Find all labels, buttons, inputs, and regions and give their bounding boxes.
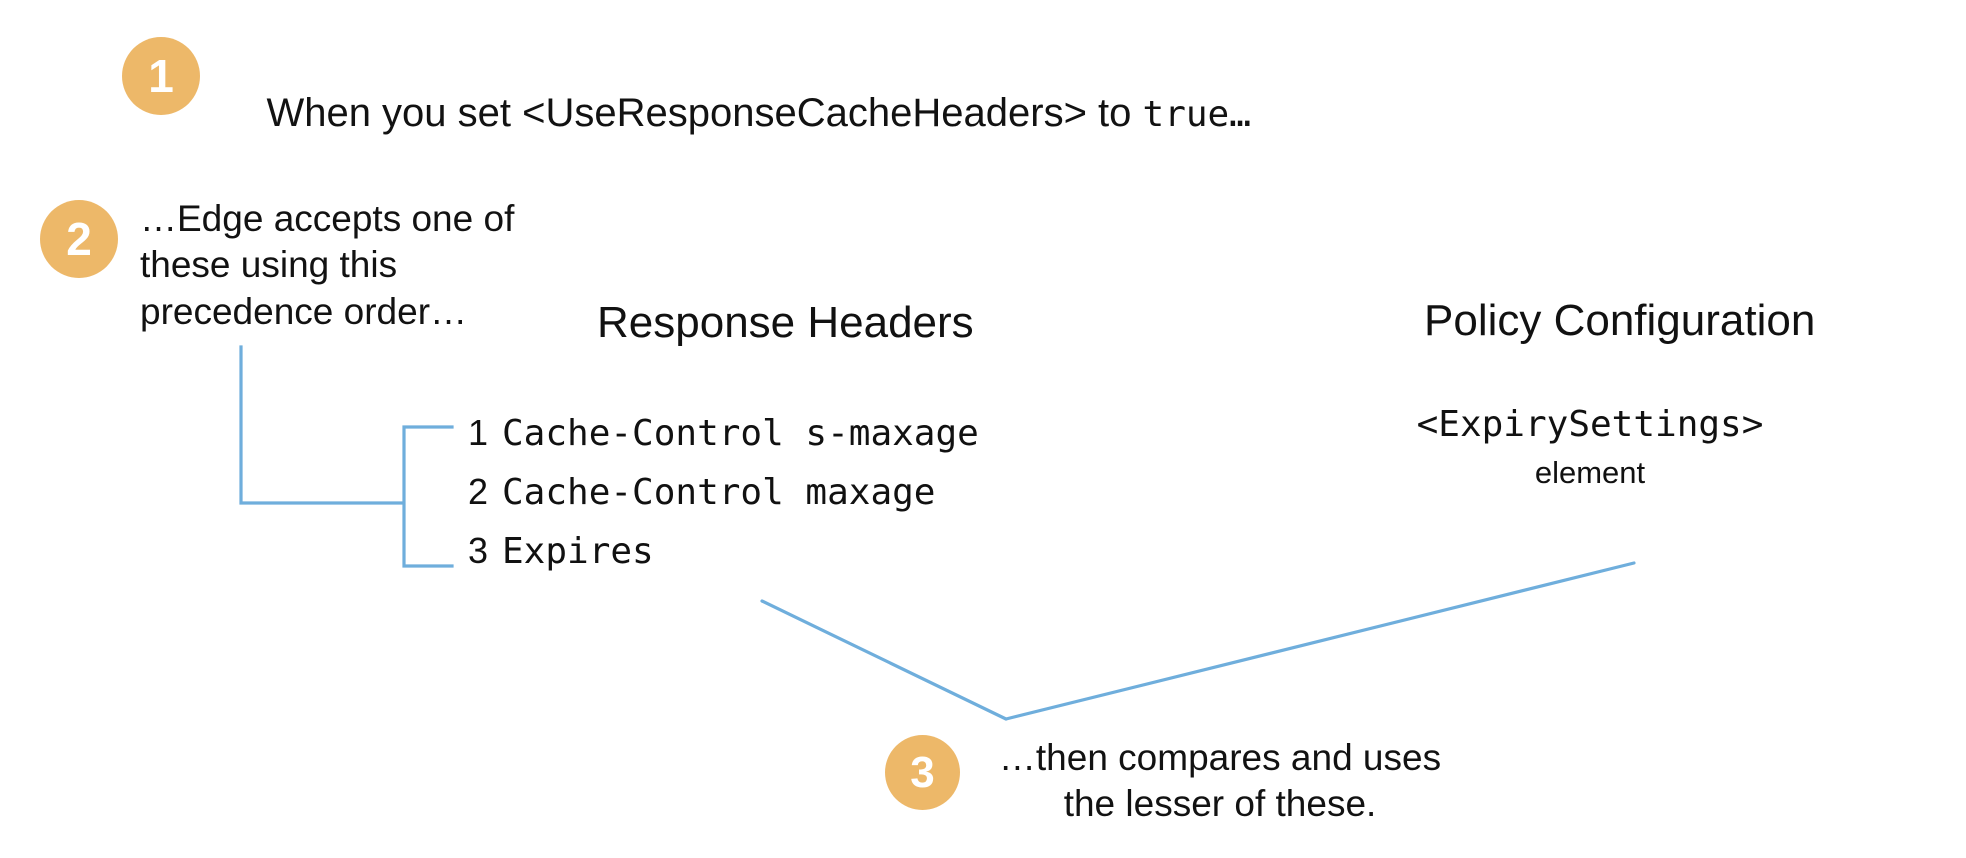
callout-1-lead: When you set <UseResponseCacheHeaders> t… bbox=[266, 91, 1143, 135]
step-badge-3-number: 3 bbox=[910, 747, 935, 797]
step-badge-3: 3 bbox=[885, 735, 960, 810]
policy-element-tag: <ExpirySettings> bbox=[1416, 404, 1764, 445]
heading-policy-configuration: Policy Configuration bbox=[1424, 296, 1816, 345]
list-item: 2 Cache-Control maxage bbox=[468, 471, 979, 530]
list-item-value: Expires bbox=[502, 531, 654, 572]
list-item: 3 Expires bbox=[468, 530, 979, 589]
precedence-list: 1 Cache-Control s-maxage 2 Cache-Control… bbox=[468, 412, 979, 589]
list-item: 1 Cache-Control s-maxage bbox=[468, 412, 979, 471]
callout-step-3: …then compares and uses the lesser of th… bbox=[985, 735, 1455, 828]
step-badge-1: 1 bbox=[122, 37, 200, 115]
callout-step-2: …Edge accepts one of these using this pr… bbox=[140, 198, 515, 332]
connector-v-right bbox=[1004, 561, 1636, 721]
connector-v-left bbox=[760, 599, 1008, 721]
step-badge-1-number: 1 bbox=[148, 50, 174, 102]
heading-response-headers: Response Headers bbox=[597, 298, 974, 347]
policy-element-block: <ExpirySettings> element bbox=[1380, 404, 1800, 491]
list-item-value: Cache-Control maxage bbox=[502, 472, 936, 513]
list-item-rank: 1 bbox=[468, 412, 489, 453]
step-badge-2-number: 2 bbox=[66, 213, 92, 265]
list-item-value: Cache-Control s-maxage bbox=[502, 413, 979, 454]
policy-element-word: element bbox=[1534, 455, 1646, 490]
bracket-precedence bbox=[402, 425, 454, 568]
connector-step2-elbow bbox=[239, 345, 405, 505]
callout-1-value: true… bbox=[1142, 94, 1251, 135]
list-item-rank: 3 bbox=[468, 530, 489, 571]
step-badge-2: 2 bbox=[40, 200, 118, 278]
callout-3-line-2: the lesser of these. bbox=[1063, 783, 1377, 825]
callout-3-line-1: …then compares and uses bbox=[998, 737, 1442, 778]
callout-step-1: When you set <UseResponseCacheHeaders> t… bbox=[222, 44, 1251, 182]
list-item-rank: 2 bbox=[468, 471, 489, 512]
